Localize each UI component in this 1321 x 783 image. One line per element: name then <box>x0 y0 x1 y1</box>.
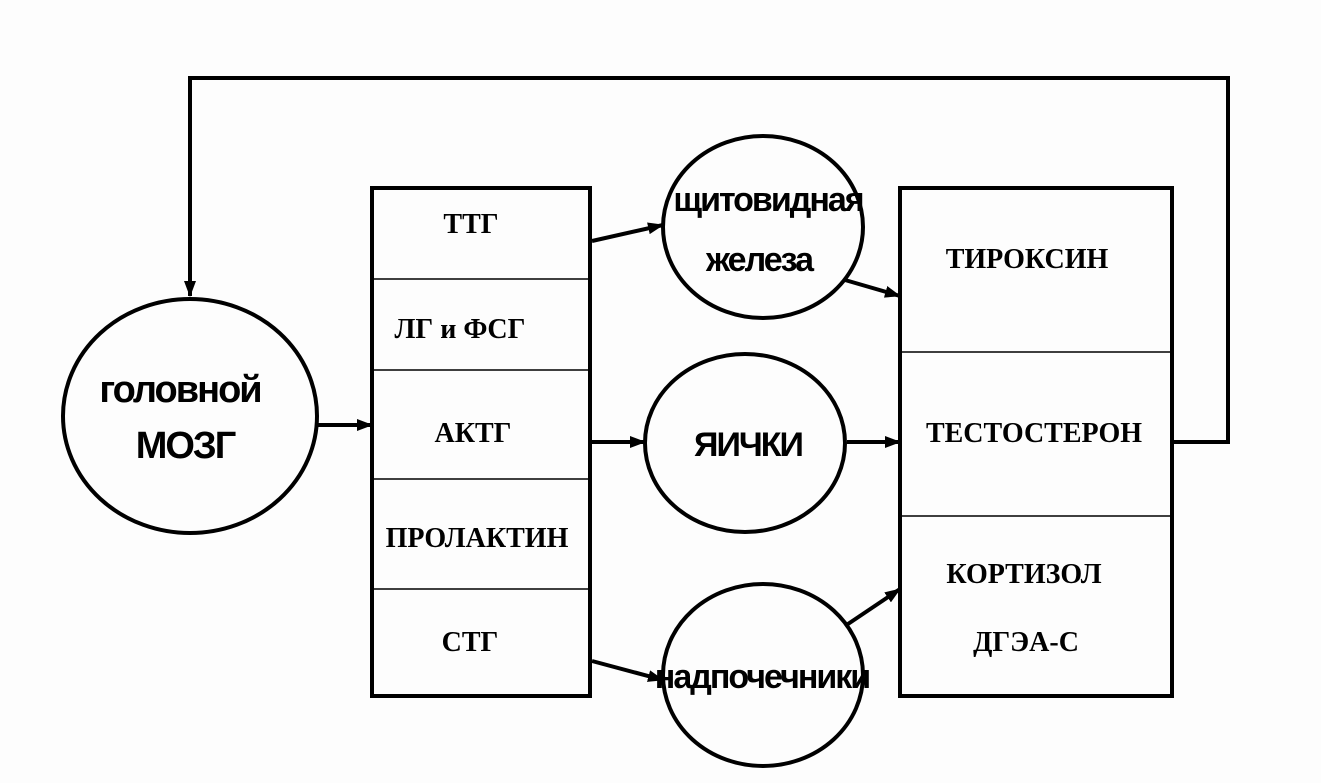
hormone-ttg: ТТГ <box>443 209 498 240</box>
brain-label-line1: головной <box>99 369 260 411</box>
hormone-actg: АКТГ <box>434 418 511 449</box>
pituitary-hormones-box: ТТГ ЛГ и ФСГ АКТГ ПРОЛАКТИН СТГ <box>370 186 592 698</box>
arrow-ttg-to-thyroid <box>591 222 664 243</box>
arrow-stg-to-adrenals <box>591 659 664 682</box>
adrenals-node: надпочечники <box>655 582 871 768</box>
thyroid-node: щитовидная железа <box>661 134 865 320</box>
hormone-thyroxine: ТИРОКСИН <box>946 244 1109 275</box>
arrow-adrenals-to-cortisol <box>843 587 902 628</box>
testes-label: ЯИЧКИ <box>694 426 803 464</box>
hormone-lg-fsg: ЛГ и ФСГ <box>395 314 526 345</box>
feedback-loop-line <box>184 76 1230 444</box>
target-hormones-box: ТИРОКСИН ТЕСТОСТЕРОН КОРТИЗОЛ ДГЭА-С <box>898 186 1174 698</box>
thyroid-label-line2: железа <box>705 241 815 279</box>
adrenals-label: надпочечники <box>655 658 869 696</box>
hormone-stg: СТГ <box>442 627 499 658</box>
hormone-testosterone: ТЕСТОСТЕРОН <box>926 418 1142 449</box>
testes-node: ЯИЧКИ <box>643 352 847 534</box>
hormone-prolactin: ПРОЛАКТИН <box>386 523 569 554</box>
brain-node: головной МОЗГ <box>61 297 319 535</box>
arrow-thyroid-to-thyroxine <box>844 278 901 298</box>
hormone-cortisol: КОРТИЗОЛ <box>946 559 1101 590</box>
hormone-dhea-s: ДГЭА-С <box>973 627 1079 658</box>
brain-label-line2: МОЗГ <box>136 425 236 467</box>
thyroid-label-line1: щитовидная <box>673 181 862 219</box>
